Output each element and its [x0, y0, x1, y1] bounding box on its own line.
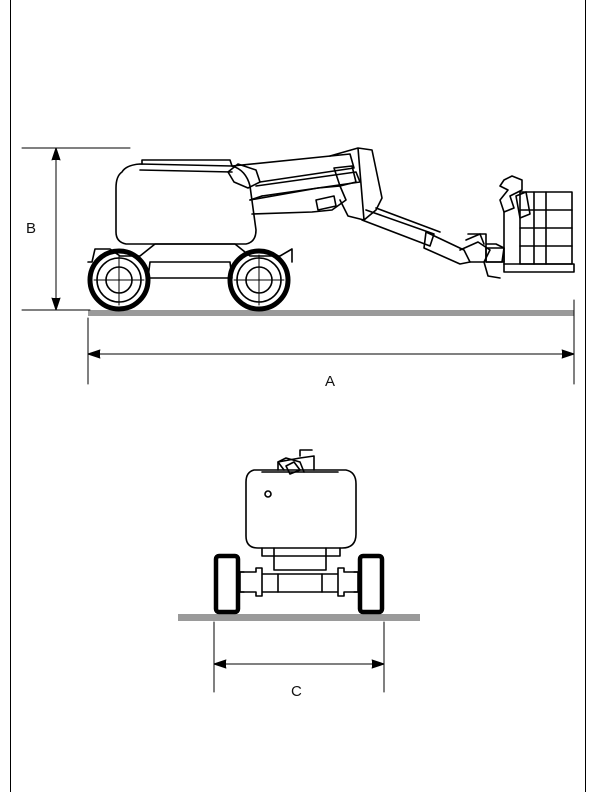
rear-chassis — [273, 547, 327, 571]
dimension-lines-rear — [213, 621, 385, 693]
width-label: C — [291, 683, 302, 700]
rear-turret — [277, 455, 315, 471]
page-frame — [10, 0, 586, 792]
chassis-frame — [87, 243, 293, 263]
rear-axle — [239, 567, 359, 597]
platform-basket — [499, 175, 575, 273]
engine-cowl — [115, 163, 257, 245]
jib-boom — [361, 207, 441, 247]
rear-left-wheel — [213, 553, 241, 615]
boom-link — [227, 163, 261, 189]
rear-light — [264, 490, 272, 498]
rear-wheel — [87, 248, 151, 312]
height-label: B — [26, 220, 36, 237]
length-label: A — [325, 373, 335, 390]
boom-knuckle — [329, 147, 383, 221]
rear-view-ground — [178, 614, 420, 621]
front-wheel — [227, 248, 291, 312]
rear-body — [245, 469, 357, 549]
rear-right-wheel — [357, 553, 385, 615]
boom-base — [141, 159, 233, 167]
side-view-lift — [87, 147, 575, 316]
side-view-ground — [88, 310, 574, 316]
chassis-lower — [147, 261, 233, 279]
rear-view-lift — [178, 449, 420, 621]
dimension-lines-side — [21, 147, 575, 385]
